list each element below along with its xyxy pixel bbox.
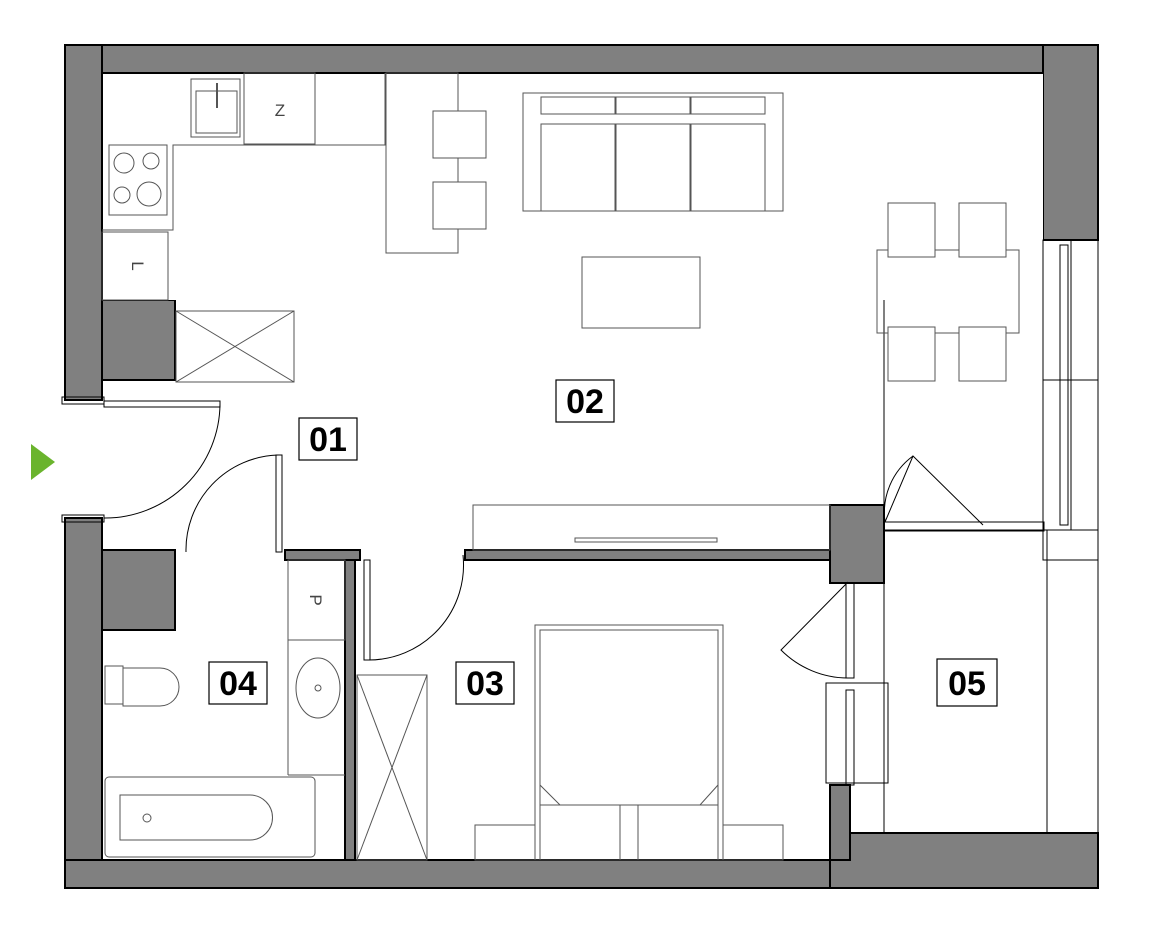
washbasin-icon <box>295 657 341 719</box>
washer-mark: P <box>306 594 325 605</box>
room-label-01: 01 <box>298 417 358 461</box>
stool <box>432 110 487 159</box>
wardrobe-bedroom <box>356 674 428 861</box>
svg-text:03: 03 <box>466 665 504 703</box>
doors <box>61 396 465 661</box>
chair <box>887 326 936 382</box>
fridge <box>243 72 316 145</box>
room-label-04: 04 <box>208 661 268 705</box>
chair <box>958 202 1007 258</box>
svg-text:01: 01 <box>309 421 347 459</box>
kitchen: Z L <box>101 72 487 383</box>
nightstand <box>474 824 536 861</box>
svg-text:05: 05 <box>948 665 986 703</box>
dishwasher <box>101 231 169 301</box>
living-room-furniture <box>472 92 1020 551</box>
stool <box>432 181 487 230</box>
bathroom: P <box>104 559 346 858</box>
wardrobe-hall <box>175 310 295 383</box>
fridge-mark: Z <box>275 101 285 120</box>
washing-machine <box>287 559 346 641</box>
coffee-table <box>581 256 701 329</box>
sink-icon <box>190 78 241 138</box>
dining-table <box>876 249 1020 334</box>
walls <box>64 44 1099 889</box>
windows <box>780 239 1099 833</box>
chair <box>958 326 1007 382</box>
kitchen-island <box>385 72 459 254</box>
toilet-icon <box>122 667 180 707</box>
room-label-05: 05 <box>936 658 998 707</box>
svg-text:02: 02 <box>566 383 604 421</box>
entrance-arrow-icon <box>31 444 55 480</box>
chair <box>887 202 936 258</box>
bathtub <box>104 776 316 858</box>
svg-text:04: 04 <box>219 665 257 703</box>
cooktop-icon <box>108 144 168 216</box>
dishwasher-mark: L <box>128 261 147 270</box>
room-label-02: 02 <box>555 379 615 423</box>
tv-cabinet <box>472 504 831 551</box>
nightstand <box>722 824 784 861</box>
bedroom <box>356 624 784 861</box>
room-label-03: 03 <box>455 661 515 705</box>
